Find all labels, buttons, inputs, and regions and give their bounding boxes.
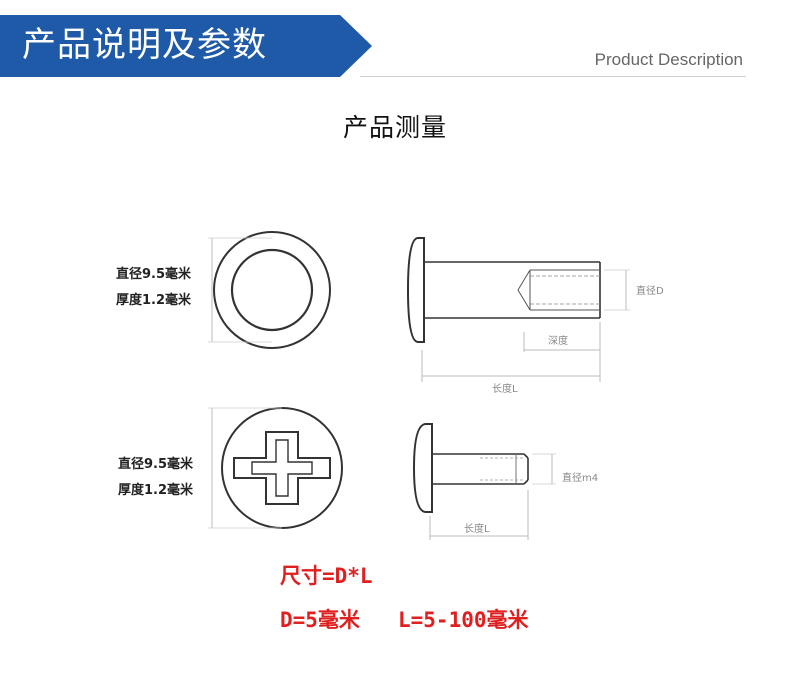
fig1-side-view — [406, 237, 630, 382]
fig2-side-diameter-label: 直径m4 — [562, 471, 598, 484]
product-drawing: 直径9.5毫米 厚度1.2毫米 直径9.5毫米 厚度1.2毫米 直径D 深度 长… — [116, 231, 664, 540]
title-bar-shape — [0, 15, 372, 77]
fig2-top-view — [208, 407, 343, 529]
fig1-length-label: 长度L — [492, 382, 518, 395]
fig1-thickness-label: 厚度1.2毫米 — [116, 292, 192, 308]
fig1-top-view — [208, 231, 331, 349]
fig1-depth-label: 深度 — [548, 334, 568, 347]
header-banner: 产品说明及参数 Product Description — [0, 0, 790, 80]
page-subtitle: Product Description — [594, 50, 743, 69]
size-d-value: D=5毫米 — [280, 608, 360, 632]
fig2-thickness-label: 厚度1.2毫米 — [118, 482, 194, 498]
section-title: 产品测量 — [342, 113, 447, 142]
page-title: 产品说明及参数 — [22, 25, 267, 65]
fig2-side-view — [412, 423, 556, 540]
fig1-side-diameter-label: 直径D — [636, 284, 664, 297]
size-l-value: L=5-100毫米 — [398, 608, 529, 632]
fig2-diameter-label: 直径9.5毫米 — [118, 456, 194, 472]
fig1-diameter-label: 直径9.5毫米 — [116, 266, 192, 282]
header-divider — [360, 76, 746, 77]
fig2-length-label: 长度L — [464, 522, 490, 535]
size-formula: 尺寸=D*L — [280, 564, 373, 588]
